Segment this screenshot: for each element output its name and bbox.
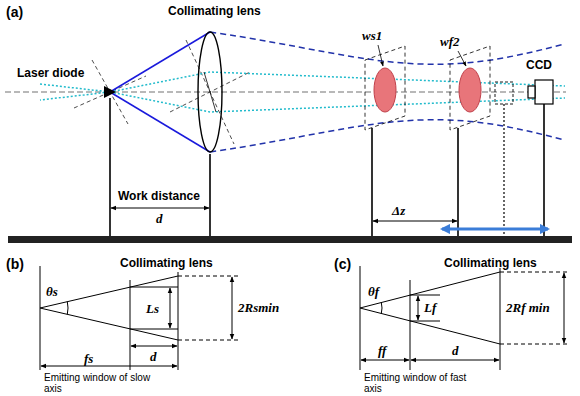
tilt-lines (74, 40, 250, 144)
window-edge (130, 287, 178, 288)
dimension-arrow (418, 296, 419, 320)
slow-axis-geometry (40, 266, 240, 370)
moved-post (503, 104, 504, 236)
dimension-label: ff (378, 343, 386, 359)
dimension-arrow (170, 288, 171, 328)
dimension-label: 2Rf min (506, 300, 550, 316)
dimension-arrow (131, 346, 177, 347)
note: Emitting window of slow axis (44, 372, 156, 394)
note: Emitting window of fast axis (364, 372, 476, 394)
window-edge (410, 321, 440, 322)
optical-axis (5, 92, 566, 93)
fast-axis-beam (40, 72, 565, 112)
post (109, 98, 111, 236)
part-label: Collimating lens (120, 256, 213, 270)
extension-line (178, 340, 240, 341)
laser-diode-symbol (104, 86, 116, 98)
post (543, 104, 545, 236)
part-label: Collimating lens (168, 4, 261, 18)
dimension-arrow (411, 360, 499, 361)
collimated-beam (210, 32, 565, 152)
lens (198, 32, 222, 152)
ccd-previous-position (495, 82, 513, 104)
window-plane (130, 280, 131, 370)
beam-envelope (210, 120, 565, 152)
angle-arc (381, 303, 383, 314)
panel-label: (b) (6, 256, 24, 272)
mount-posts (110, 98, 544, 236)
angle-arc (67, 302, 69, 315)
ccd-body (535, 80, 553, 104)
beam-spot (374, 68, 396, 112)
leader-line (458, 51, 466, 66)
dimension-label: d (150, 349, 157, 365)
dimension-label: Lf (424, 300, 436, 316)
emitter-plane (360, 266, 361, 370)
beam-envelope (210, 32, 565, 64)
tilt-line (92, 60, 128, 124)
post (371, 128, 373, 236)
beam-ray (110, 32, 210, 92)
emitter-plane (40, 266, 41, 370)
measure-plane (450, 46, 490, 130)
beam-width-label: ws1 (362, 28, 382, 44)
dimension-label: Work distance (118, 189, 200, 203)
extension-line (178, 276, 240, 277)
dimension-label: Ls (146, 301, 159, 317)
dimension-arrow (564, 273, 565, 343)
post (209, 154, 211, 236)
dimension-label: 2Rsmin (238, 300, 279, 316)
dimension-arrow (41, 366, 177, 367)
measure-plane (365, 46, 405, 130)
window-edge (130, 329, 178, 330)
angle-label: θf (368, 284, 379, 300)
tilt-line (74, 76, 146, 108)
dimension-arrow (111, 208, 209, 209)
post (457, 128, 459, 236)
dimension-arrow (232, 277, 233, 339)
leader-line (378, 45, 383, 66)
beam-spot (459, 68, 481, 112)
beam-width-label: wf2 (440, 34, 460, 50)
panel-label: (c) (334, 256, 351, 272)
dimension-label: d (156, 211, 163, 227)
ccd-sensor (528, 86, 535, 98)
travel-arrow (442, 228, 548, 231)
dimension-arrow (373, 221, 457, 222)
part-label: Collimating lens (444, 256, 537, 270)
part-label: Laser diode (16, 66, 85, 80)
dimension-label: fs (84, 351, 93, 367)
beam-ray (110, 92, 565, 112)
optical-rail (8, 236, 572, 243)
window-plane (410, 280, 411, 370)
extension-line (500, 344, 570, 345)
dimension-arrow (361, 360, 409, 361)
dimension-label: Δz (392, 203, 405, 219)
extension-line (500, 272, 570, 273)
lens-mark (204, 72, 216, 112)
window-edge (410, 295, 440, 296)
beam-ray (110, 92, 210, 152)
beam-ray (40, 84, 110, 100)
dimension-label: d (452, 343, 459, 359)
slow-axis-beam (110, 32, 210, 152)
panel-label: (a) (6, 4, 23, 20)
tilt-line (186, 40, 234, 144)
fast-axis-geometry (360, 266, 570, 370)
lens-plane (500, 268, 501, 370)
part-label: CCD (526, 58, 552, 72)
angle-label: θs (46, 284, 58, 300)
